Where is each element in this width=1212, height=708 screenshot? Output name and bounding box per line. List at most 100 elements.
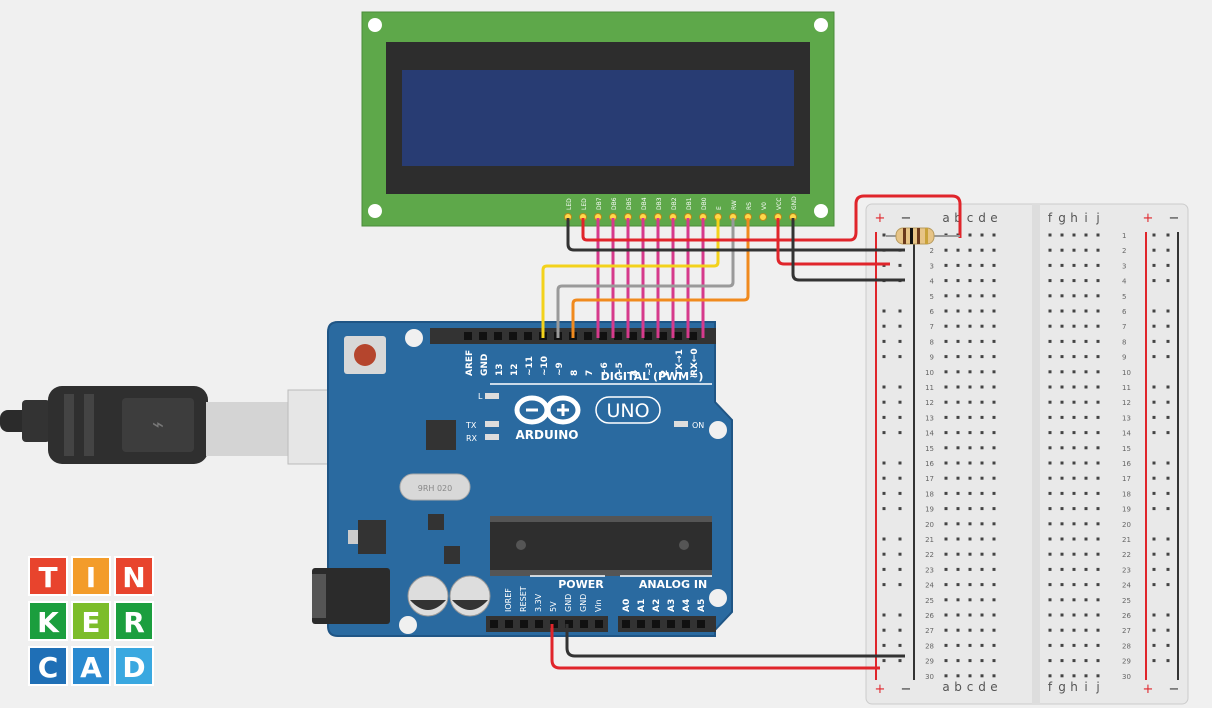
rail-hole[interactable] [882,400,886,404]
rail-hole[interactable] [898,567,902,571]
rail-hole[interactable] [898,355,902,359]
breadboard-hole[interactable] [1072,355,1076,359]
breadboard-hole[interactable] [1048,674,1052,678]
breadboard-hole[interactable] [956,476,960,480]
breadboard-hole[interactable] [980,522,984,526]
rail-hole[interactable] [1166,248,1170,252]
breadboard-hole[interactable] [992,233,996,237]
power-pin-hole[interactable] [580,620,588,628]
breadboard-hole[interactable] [956,339,960,343]
power-jack[interactable] [312,568,390,624]
rail-hole[interactable] [898,628,902,632]
breadboard-hole[interactable] [1072,309,1076,313]
breadboard-hole[interactable] [980,552,984,556]
rail-hole[interactable] [1166,400,1170,404]
breadboard-hole[interactable] [1096,263,1100,267]
breadboard-hole[interactable] [944,339,948,343]
breadboard-hole[interactable] [1072,385,1076,389]
breadboard-hole[interactable] [980,415,984,419]
breadboard-hole[interactable] [956,628,960,632]
breadboard-hole[interactable] [992,294,996,298]
breadboard-hole[interactable] [968,537,972,541]
rail-hole[interactable] [1166,537,1170,541]
breadboard-hole[interactable] [956,461,960,465]
breadboard-hole[interactable] [944,385,948,389]
rail-hole[interactable] [898,552,902,556]
digital-pin-hole[interactable] [509,332,517,340]
breadboard-hole[interactable] [956,507,960,511]
breadboard-hole[interactable] [1084,674,1088,678]
breadboard-hole[interactable] [1072,431,1076,435]
breadboard-hole[interactable] [1060,613,1064,617]
breadboard-hole[interactable] [1084,613,1088,617]
rail-hole[interactable] [1166,385,1170,389]
rail-hole[interactable] [1166,279,1170,283]
wire-led-anode-resistor[interactable] [581,194,962,242]
breadboard-hole[interactable] [1060,339,1064,343]
breadboard-hole[interactable] [1072,370,1076,374]
breadboard-hole[interactable] [980,324,984,328]
breadboard-hole[interactable] [956,294,960,298]
breadboard-hole[interactable] [944,431,948,435]
rail-hole[interactable] [882,324,886,328]
breadboard-hole[interactable] [968,446,972,450]
rail-hole[interactable] [882,537,886,541]
breadboard-hole[interactable] [1048,355,1052,359]
breadboard-hole[interactable] [980,643,984,647]
breadboard-hole[interactable] [968,248,972,252]
breadboard-hole[interactable] [1096,355,1100,359]
digital-pin-hole[interactable] [524,332,532,340]
breadboard-hole[interactable] [944,537,948,541]
breadboard-hole[interactable] [992,507,996,511]
breadboard-hole[interactable] [1060,233,1064,237]
breadboard-hole[interactable] [956,385,960,389]
breadboard-hole[interactable] [1072,446,1076,450]
breadboard-hole[interactable] [956,263,960,267]
rail-hole[interactable] [882,659,886,663]
breadboard-hole[interactable] [968,309,972,313]
breadboard-hole[interactable] [1048,598,1052,602]
breadboard-hole[interactable] [944,522,948,526]
breadboard-hole[interactable] [1072,552,1076,556]
breadboard-hole[interactable] [1084,446,1088,450]
breadboard[interactable]: + − + − + − + − 112233445566778899101011… [865,203,1189,705]
breadboard-hole[interactable] [1096,567,1100,571]
breadboard-hole[interactable] [980,537,984,541]
breadboard-hole[interactable] [1096,309,1100,313]
digital-pin-hole[interactable] [599,332,607,340]
breadboard-hole[interactable] [1084,643,1088,647]
rail-hole[interactable] [898,659,902,663]
breadboard-hole[interactable] [968,643,972,647]
breadboard-hole[interactable] [1060,537,1064,541]
rail-hole[interactable] [1166,643,1170,647]
breadboard-hole[interactable] [956,431,960,435]
breadboard-hole[interactable] [1096,613,1100,617]
rail-hole[interactable] [1152,415,1156,419]
rail-hole[interactable] [882,355,886,359]
rail-hole[interactable] [1152,659,1156,663]
breadboard-hole[interactable] [980,674,984,678]
rail-hole[interactable] [898,613,902,617]
breadboard-hole[interactable] [968,370,972,374]
breadboard-hole[interactable] [980,659,984,663]
breadboard-hole[interactable] [1084,537,1088,541]
analog-pin-hole[interactable] [697,620,705,628]
rail-hole[interactable] [1166,461,1170,465]
breadboard-hole[interactable] [1072,339,1076,343]
breadboard-hole[interactable] [1072,233,1076,237]
breadboard-hole[interactable] [956,659,960,663]
breadboard-hole[interactable] [968,431,972,435]
breadboard-hole[interactable] [944,324,948,328]
rail-hole[interactable] [1152,400,1156,404]
breadboard-hole[interactable] [1048,507,1052,511]
rail-hole[interactable] [898,415,902,419]
wire-arduino-gnd-to-rail[interactable] [565,624,905,658]
breadboard-hole[interactable] [1060,370,1064,374]
breadboard-hole[interactable] [1048,567,1052,571]
rail-hole[interactable] [882,613,886,617]
breadboard-hole[interactable] [980,294,984,298]
breadboard-hole[interactable] [1084,339,1088,343]
breadboard-hole[interactable] [1048,628,1052,632]
rail-hole[interactable] [1166,628,1170,632]
